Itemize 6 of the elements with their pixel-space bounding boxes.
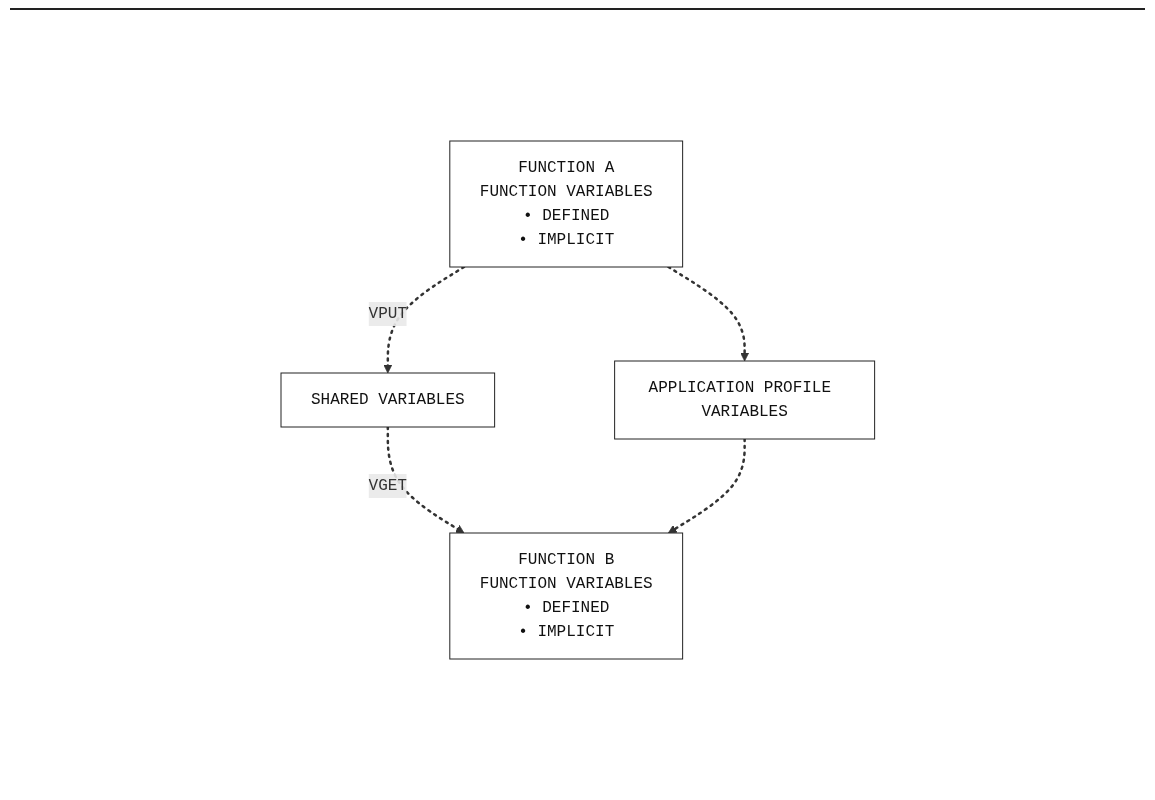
edge-label: VGET bbox=[368, 477, 407, 495]
node-box: FUNCTION B FUNCTION VARIABLES • DEFINED • IMPLICIT bbox=[449, 532, 683, 660]
node-box: FUNCTION A FUNCTION VARIABLES • DEFINED • IMPLICIT bbox=[449, 140, 683, 268]
edge-label: VPUT bbox=[368, 305, 407, 323]
node-box: SHARED VARIABLES bbox=[280, 372, 495, 428]
node-box: APPLICATION PROFILE VARIABLES bbox=[613, 360, 875, 440]
